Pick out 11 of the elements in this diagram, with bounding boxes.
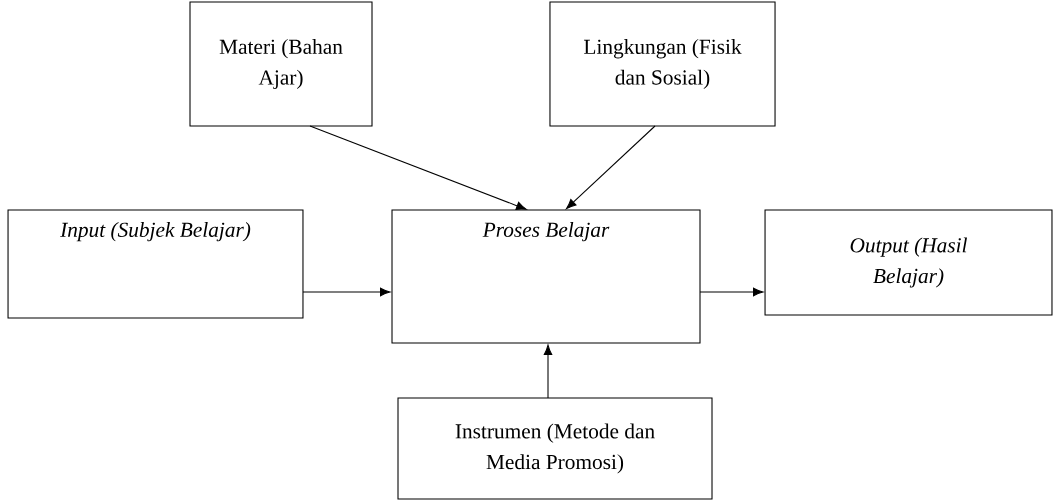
process-box: Output (Hasil Belajar) [764, 209, 1053, 316]
arrow [543, 344, 553, 399]
process-box: Instrumen (Metode dan Media Promosi) [397, 397, 713, 500]
arrow [566, 125, 656, 210]
process-box: Materi (Bahan Ajar) [189, 1, 373, 127]
arrow [309, 125, 527, 210]
process-box: Proses Belajar [391, 209, 701, 344]
arrow [699, 287, 764, 297]
process-box: Lingkungan (Fisik dan Sosial) [549, 1, 776, 127]
process-box: Input (Subjek Belajar) [7, 209, 304, 319]
arrow [302, 287, 391, 297]
